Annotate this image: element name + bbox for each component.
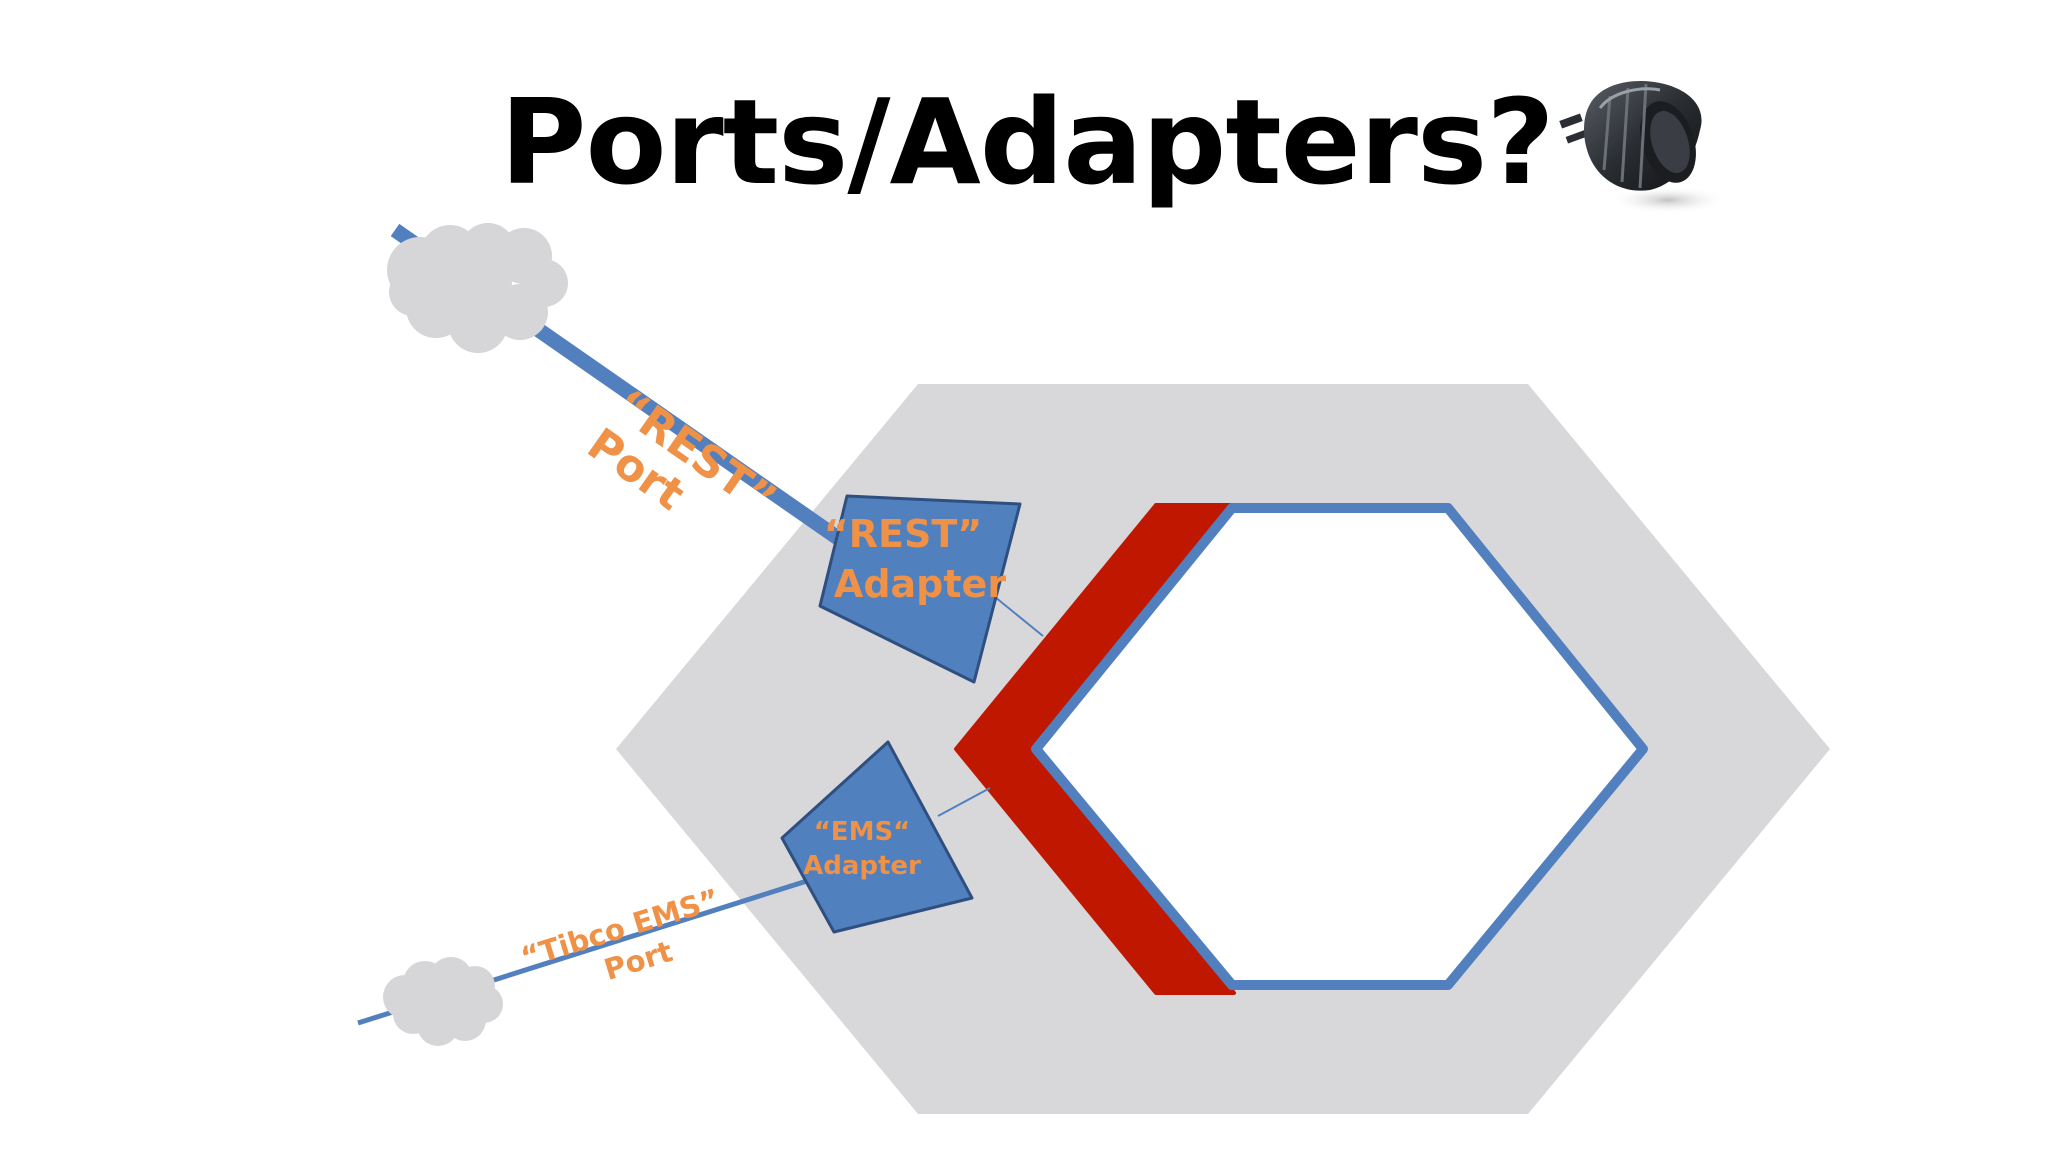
rest-adapter-label-line1: “REST” xyxy=(824,512,982,556)
rest-adapter-connector xyxy=(994,596,1044,637)
ems-cloud xyxy=(383,957,503,1046)
rest-adapter-label-line2: Adapter xyxy=(834,562,1006,606)
ems-adapter-connector xyxy=(937,787,991,817)
ems-adapter xyxy=(780,740,974,934)
ems-port-label: “Tibco EMS” Port xyxy=(517,882,723,987)
slide-title: Ports/Adapters? xyxy=(500,73,1555,211)
ems-adapter-label-line2: Adapter xyxy=(803,851,921,881)
rest-adapter xyxy=(818,494,1022,684)
rest-port-label: “REST” Port xyxy=(578,379,785,526)
rest-cloud xyxy=(387,223,568,353)
ems-adapter-label-line1: “EMS“ xyxy=(814,817,911,847)
inner-hexagon xyxy=(1031,503,1648,990)
travel-plug-adapter-icon xyxy=(1559,80,1728,214)
